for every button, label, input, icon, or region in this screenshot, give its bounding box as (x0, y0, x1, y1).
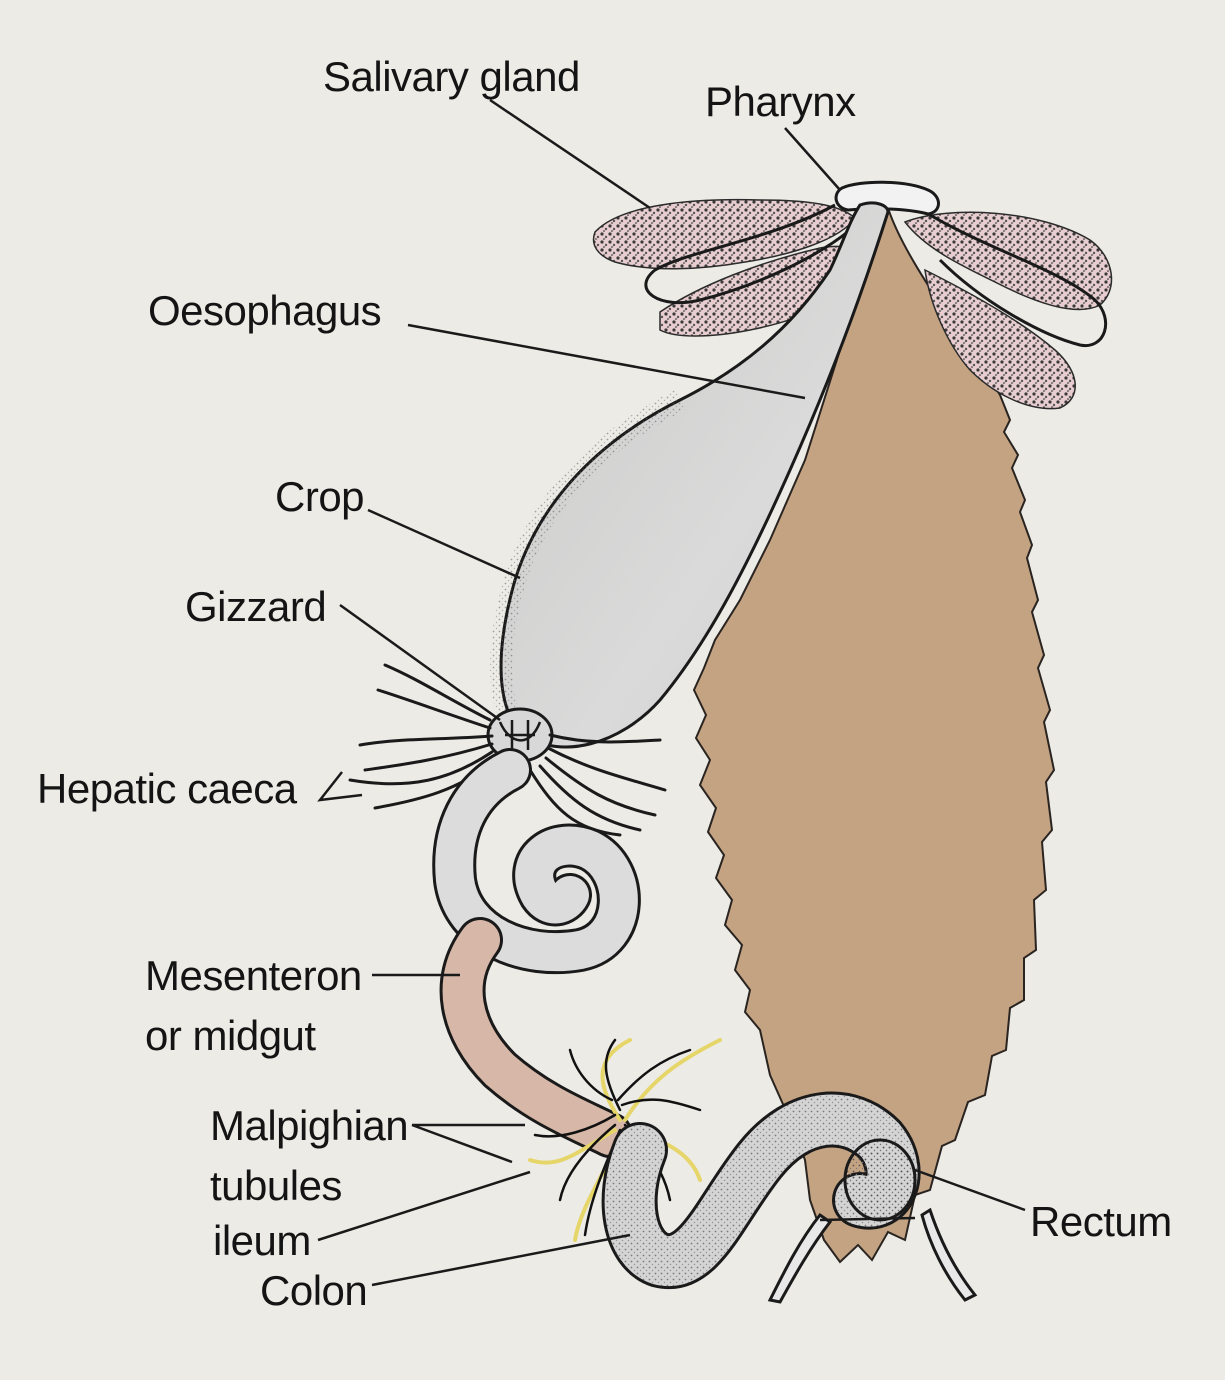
leader-crop (367, 508, 521, 580)
hepatic-caeca-shape (348, 663, 667, 837)
leader-pharynx (784, 127, 841, 191)
leader-hepatic (317, 771, 363, 802)
label-ileum: ileum (213, 1217, 311, 1264)
leader-colon (371, 1233, 631, 1287)
leader-oesophagus (407, 323, 806, 400)
label-hepatic-caeca: Hepatic caeca (37, 765, 297, 812)
label-rectum: Rectum (1030, 1198, 1172, 1245)
label-salivary-gland: Salivary gland (323, 53, 580, 100)
leader-rectum (819, 1168, 1026, 1222)
leader-ileum (317, 1170, 531, 1242)
label-pharynx: Pharynx (705, 78, 856, 125)
label-colon: Colon (260, 1267, 368, 1314)
label-gizzard: Gizzard (185, 583, 327, 630)
label-tubules: tubules (210, 1162, 342, 1209)
rectum-shape (843, 1138, 917, 1222)
salivary-gland-shapes (592, 198, 1113, 410)
leader-lines (317, 98, 1026, 1287)
label-malpighian: Malpighian (210, 1102, 409, 1149)
label-mesenteron: Mesenteron (145, 952, 362, 999)
anal-cerci-shape (767, 1207, 978, 1304)
leader-salivary (489, 98, 651, 210)
label-crop: Crop (275, 473, 365, 520)
leader-gizzard (339, 603, 501, 722)
label-midgut: or midgut (145, 1012, 316, 1059)
label-oesophagus: Oesophagus (148, 287, 382, 334)
leader-malpighian (411, 1123, 525, 1164)
